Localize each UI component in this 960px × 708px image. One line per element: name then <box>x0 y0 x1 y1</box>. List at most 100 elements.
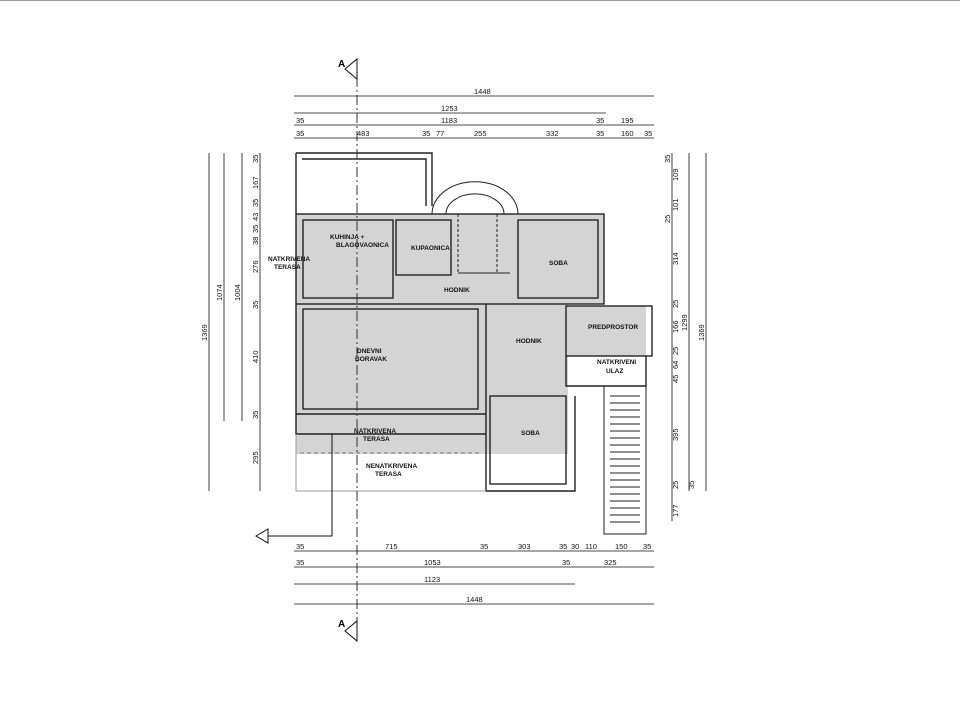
dim-top-3a: 35 <box>296 116 304 125</box>
walls <box>295 152 653 492</box>
dim-left-s7: 276 <box>251 260 260 273</box>
wall-bathroom <box>395 219 452 276</box>
dim-left-s4: 43 <box>251 213 260 221</box>
dim-bot-2c: 35 <box>562 558 570 567</box>
room-terrace-left-1: NATKRIVENA <box>268 256 310 263</box>
dim-bot-1f: 30 <box>571 542 579 551</box>
dim-lines-bottom <box>294 550 654 605</box>
dim-right-s3: 25 <box>663 215 672 223</box>
dim-text-top: 1448 1253 35 1183 35 195 35 483 35 77 25… <box>296 87 652 138</box>
dim-left-s10: 35 <box>251 411 260 419</box>
open-terrace-outline <box>295 434 486 492</box>
dim-right-s6: 25 <box>671 300 680 308</box>
room-living-2: BORAVAK <box>355 356 387 363</box>
living-floor-fill <box>296 304 486 414</box>
hall-floor-fill <box>486 304 568 454</box>
wall-upper-block <box>295 213 605 305</box>
external-stair <box>603 385 647 535</box>
room-sleep-top: SOBA <box>549 260 568 267</box>
dim-left-s6: 38 <box>251 237 260 245</box>
dim-right-s12: 25 <box>671 481 680 489</box>
wall-predprostor <box>565 305 653 357</box>
wall-room-bottom-inner <box>489 395 567 485</box>
section-arrow-bottom <box>344 619 358 643</box>
room-hall-top: HODNIK <box>444 287 470 294</box>
room-kitchen-2: BLAGOVAONICA <box>336 242 389 249</box>
room-terrace-left-2: TERASA <box>274 264 301 271</box>
stair-arc-outer <box>431 181 519 215</box>
section-label-top: A <box>338 59 345 70</box>
dim-top-4b: 483 <box>357 129 370 138</box>
entry-floor-fill <box>566 306 646 356</box>
dim-left-inner: 1004 <box>233 284 242 301</box>
dim-right-s13: 177 <box>671 504 680 517</box>
room-kitchen-1: KUHINJA + <box>330 234 364 241</box>
dim-bot-1b: 715 <box>385 542 398 551</box>
dim-left-s8: 35 <box>251 301 260 309</box>
dim-right-s14: 35 <box>687 481 696 489</box>
dim-right-s7: 166 <box>671 320 680 333</box>
room-sleep-bottom: SOBA <box>521 430 540 437</box>
room-entry-2: ULAZ <box>606 368 623 375</box>
dim-top-3b: 1183 <box>441 116 457 125</box>
dim-bot-2a: 35 <box>296 558 304 567</box>
dim-lines-side <box>208 153 707 521</box>
north-leader <box>268 434 333 537</box>
dim-bot-1i: 35 <box>643 542 651 551</box>
dim-bot-1d: 303 <box>518 542 531 551</box>
dim-left-s2: 167 <box>251 176 260 189</box>
north-arrow-icon <box>255 528 269 544</box>
dim-top-2: 1253 <box>441 104 458 113</box>
dim-left-s1: 35 <box>251 155 260 163</box>
dim-right-s11: 395 <box>671 428 680 441</box>
dim-left-mid: 1074 <box>215 284 224 301</box>
floor-fills <box>296 214 646 454</box>
dim-right-s5: 314 <box>671 252 680 265</box>
dim-top-4i: 35 <box>644 129 652 138</box>
dim-top-4e: 255 <box>474 129 487 138</box>
room-terrace-open-2: TERASA <box>375 471 402 478</box>
dim-left-s3: 35 <box>251 199 260 207</box>
stair-arc-inner <box>445 193 505 215</box>
dim-bot-1g: 110 <box>585 542 597 551</box>
wall-top-unit-inner <box>302 158 427 206</box>
dim-bot-1h: 150 <box>615 542 628 551</box>
stair-frame <box>603 385 647 535</box>
dim-top-3c: 35 <box>596 116 604 125</box>
dim-bot-4a: 1448 <box>466 595 483 604</box>
dim-left-s11: 295 <box>251 451 260 464</box>
room-labels: KUHINJA + BLAGOVAONICA KUPAONICA SOBA HO… <box>268 234 638 478</box>
dim-top-1: 1448 <box>474 87 491 96</box>
wall-top-unit <box>295 152 433 214</box>
dim-top-4c: 35 <box>422 129 430 138</box>
dim-left-outer: 1369 <box>200 324 209 341</box>
room-entry-1: NATKRIVENI <box>597 359 636 366</box>
upper-floor-fill <box>296 214 604 304</box>
dim-right-s10: 45 <box>671 375 680 383</box>
dim-right-s2: 109 <box>671 168 680 181</box>
wall-room-bottom <box>485 304 576 492</box>
wall-kitchen <box>302 219 394 299</box>
room-terrace-open-1: NENATKRIVENA <box>366 463 417 470</box>
room-anteroom: PREDPROSTOR <box>588 324 638 331</box>
dim-right-outer: 1369 <box>697 324 706 341</box>
dim-bot-1e: 35 <box>559 542 567 551</box>
dim-top-4g: 35 <box>596 129 604 138</box>
dim-bot-2d: 325 <box>604 558 617 567</box>
section-label-bottom: A <box>338 619 345 630</box>
room-bathroom: KUPAONICA <box>411 245 450 252</box>
dim-text-bottom: 35 715 35 303 35 30 110 150 35 35 1053 3… <box>296 542 651 604</box>
dim-left-s9: 410 <box>251 350 260 363</box>
dim-right-s9: 64 <box>671 361 680 369</box>
dim-lines-top <box>294 95 654 139</box>
dim-right-s1: 35 <box>663 155 672 163</box>
dim-top-4f: 332 <box>546 129 559 138</box>
room-hall-mid: HODNIK <box>516 338 542 345</box>
spiral-stair <box>431 181 519 274</box>
dim-bot-2b: 1053 <box>424 558 441 567</box>
dim-text-left: 1369 1074 1004 35 167 35 43 35 38 276 35… <box>200 155 260 464</box>
wall-living <box>302 308 479 410</box>
dim-top-4a: 35 <box>296 129 304 138</box>
wall-room-top <box>517 219 599 299</box>
